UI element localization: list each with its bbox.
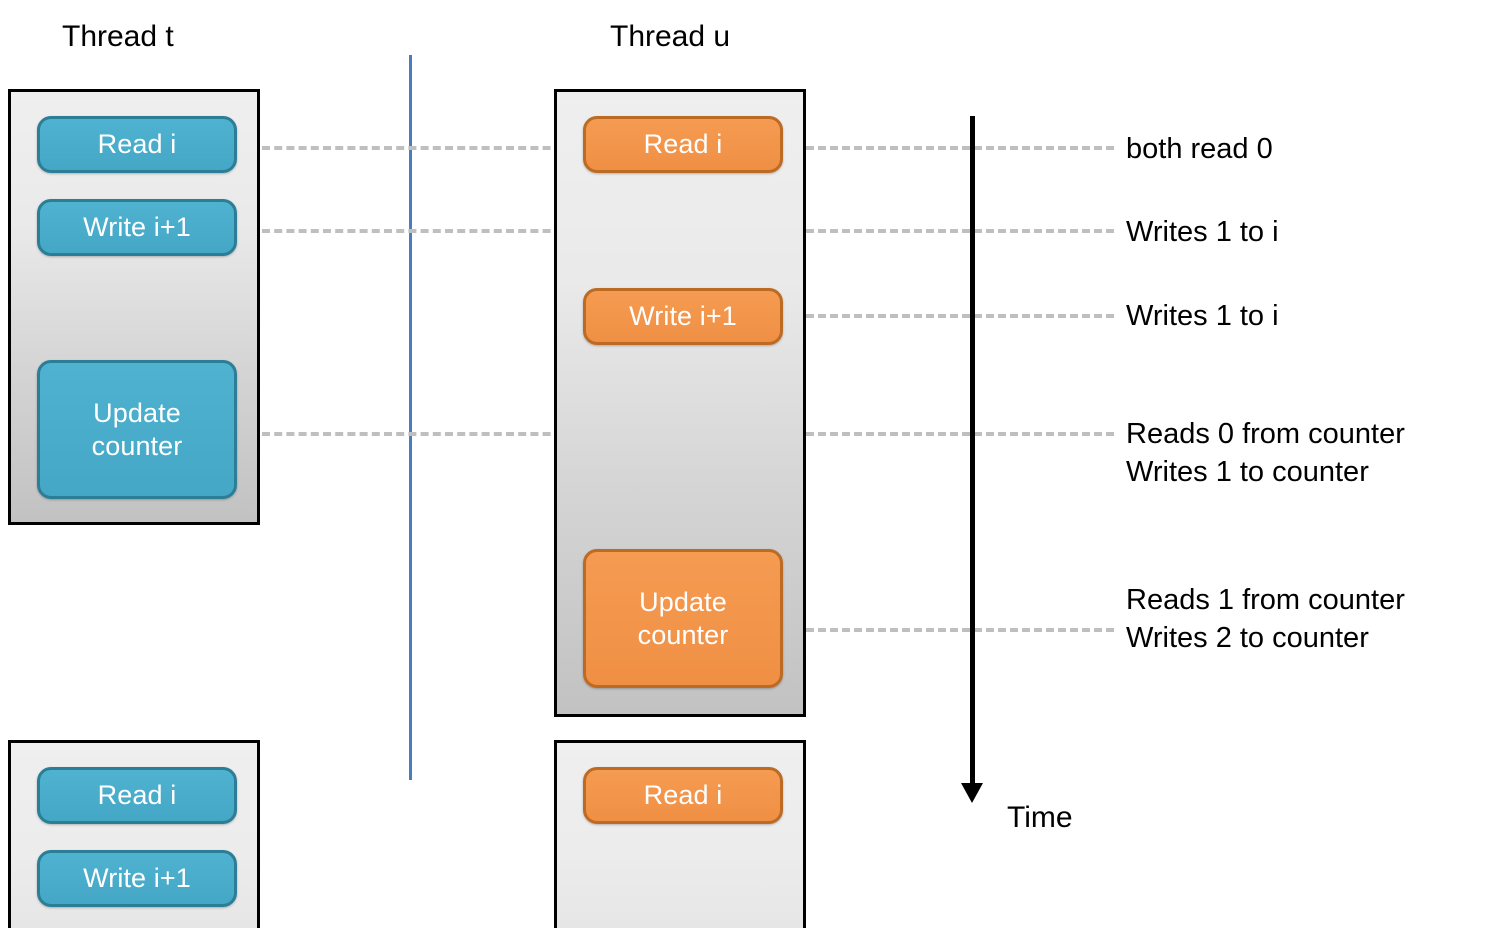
annotation-writes-1-to-i-t-line1: Writes 1 to i [1126,216,1279,248]
annotation-both-read-0: both read 0 [1126,130,1273,168]
thread-t-repeat-op-read-i-label: Read i [97,780,177,811]
thread-u-op-read-i-label: Read i [643,129,723,160]
annotation-counter-0-to-1-line1: Reads 0 from counter [1126,418,1405,450]
thread-u-panel-repeat: Read i [554,740,806,928]
thread-t-op-update-counter[interactable]: Update counter [37,360,237,499]
annotation-writes-1-to-i-u-line1: Writes 1 to i [1126,300,1279,332]
thread-u-op-update-counter-label-line1: Update [639,586,727,617]
annotation-counter-1-to-2-line1: Reads 1 from counter [1126,584,1405,616]
thread-u-panel: Read i Write i+1 Update counter [554,89,806,717]
time-axis-label: Time [1007,801,1073,834]
thread-t-repeat-op-write-i-plus-1-label: Write i+1 [83,863,191,894]
annotation-writes-1-to-i-t: Writes 1 to i [1126,213,1279,251]
annotation-counter-1-to-2-line2: Writes 2 to counter [1126,622,1369,655]
thread-u-repeat-op-read-i[interactable]: Read i [583,767,783,824]
dash-connector-write-t-right [806,229,1114,233]
thread-u-heading: Thread u [610,20,731,53]
thread-t-heading: Thread t [62,20,174,53]
annotation-both-read-0-line1: both read 0 [1126,133,1273,165]
thread-u-op-update-counter-label-line2: counter [637,619,729,650]
annotation-writes-1-to-i-u: Writes 1 to i [1126,297,1279,335]
annotation-counter-0-to-1-line2: Writes 1 to counter [1126,456,1369,489]
thread-u-op-read-i[interactable]: Read i [583,116,783,173]
dash-connector-read-i-right [806,146,1114,150]
thread-t-op-update-counter-label-line2: counter [91,430,183,461]
thread-u-op-write-i-plus-1[interactable]: Write i+1 [583,288,783,345]
thread-t-op-read-i[interactable]: Read i [37,116,237,173]
dash-connector-update-t-right [806,432,1114,436]
thread-t-op-write-i-plus-1-label: Write i+1 [83,212,191,243]
dash-connector-update-u-right [806,628,1114,632]
thread-t-repeat-op-read-i[interactable]: Read i [37,767,237,824]
thread-u-repeat-op-read-i-label: Read i [643,780,723,811]
dash-connector-update-t-left [262,432,575,436]
thread-t-repeat-op-write-i-plus-1[interactable]: Write i+1 [37,850,237,907]
thread-t-op-update-counter-label-line1: Update [93,397,181,428]
thread-t-op-read-i-label: Read i [97,129,177,160]
dash-connector-write-t-left [262,229,575,233]
thread-u-op-write-i-plus-1-label: Write i+1 [629,301,737,332]
dash-connector-read-i-left [262,146,575,150]
thread-t-panel-repeat: Read i Write i+1 [8,740,260,928]
thread-t-panel: Read i Write i+1 Update counter [8,89,260,525]
thread-t-op-write-i-plus-1[interactable]: Write i+1 [37,199,237,256]
thread-u-op-update-counter[interactable]: Update counter [583,549,783,688]
time-axis-arrowhead-icon [961,783,983,803]
time-axis-line [970,116,975,788]
dash-connector-write-u-right [806,314,1114,318]
thread-separator-line [409,55,412,780]
